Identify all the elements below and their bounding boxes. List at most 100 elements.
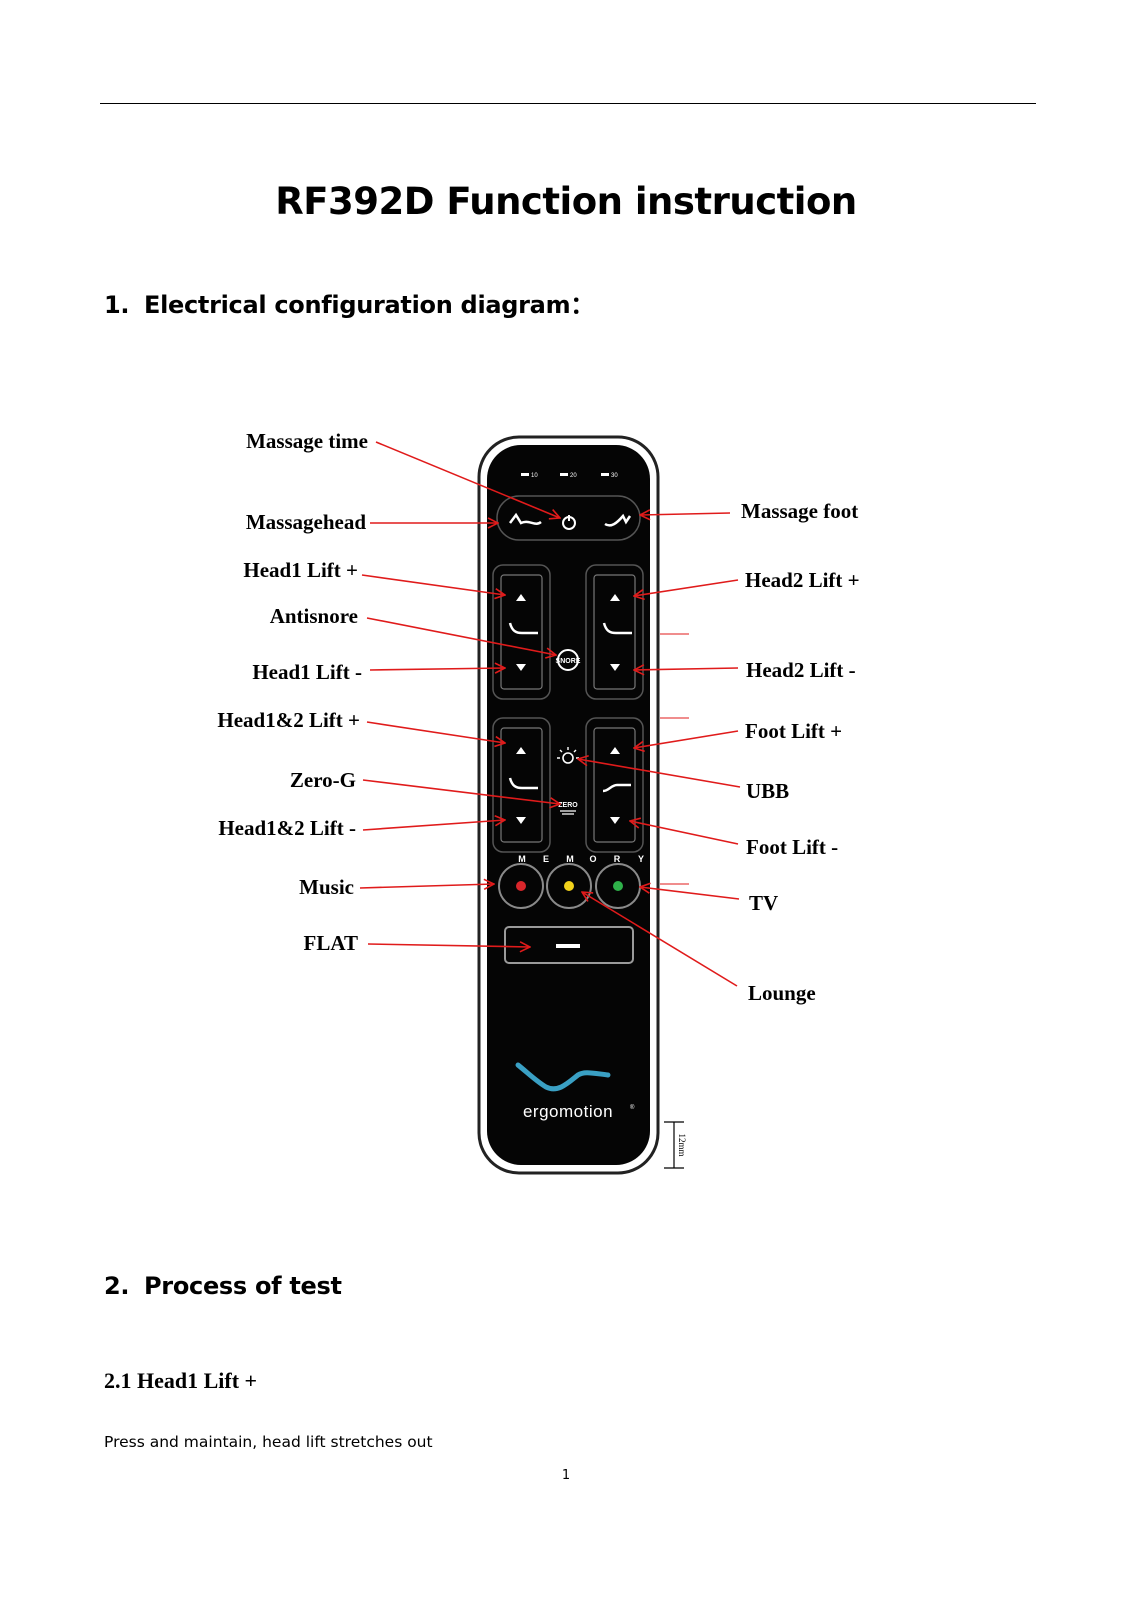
green-led-icon	[613, 881, 623, 891]
label-head2-lift-down: Head2 Lift -	[746, 658, 856, 682]
body-paragraph: Press and maintain, head lift stretches …	[104, 1433, 433, 1451]
tv-memory-button[interactable]	[595, 863, 641, 909]
label-flat: FLAT	[303, 931, 358, 955]
svg-text:M: M	[518, 854, 526, 864]
guide-ticks	[660, 633, 689, 885]
head2-posture-icon	[602, 622, 632, 635]
music-memory-button[interactable]	[498, 863, 544, 909]
foot-down-icon[interactable]	[610, 817, 620, 824]
timer-led-10	[521, 473, 529, 476]
arrow-zero-g	[362, 779, 560, 804]
timer-led-20	[560, 473, 568, 476]
dimension-label: 12mm	[677, 1133, 687, 1156]
arrow-massage-foot	[640, 513, 731, 515]
head1and2-button-group	[492, 717, 551, 853]
flat-button[interactable]	[504, 926, 634, 964]
remote-face	[487, 445, 650, 1165]
section-2-title: Process of test	[144, 1272, 342, 1300]
label-tv: TV	[749, 891, 779, 915]
head2-up-icon[interactable]	[610, 594, 620, 601]
head2-down-icon[interactable]	[610, 664, 620, 671]
massage-head-icon	[509, 512, 542, 525]
head1and2-up-icon[interactable]	[516, 747, 526, 754]
antisnore-button[interactable]: SNORE	[556, 649, 581, 671]
label-massage-foot: Massage foot	[741, 499, 859, 523]
callout-arrows-left	[359, 441, 560, 947]
lounge-memory-button[interactable]	[546, 863, 592, 909]
timer-indicators: 10 20 30	[521, 473, 618, 479]
svg-text:E: E	[543, 854, 549, 864]
label-head1-lift-up: Head1 Lift +	[243, 558, 358, 582]
section-2-heading: 2. Process of test	[104, 1272, 342, 1300]
remote-control	[477, 435, 660, 1175]
arrow-head2-lift-up	[634, 579, 739, 596]
timer-led-30	[601, 473, 609, 476]
massage-timer-button[interactable]	[562, 515, 576, 530]
arrow-antisnore	[366, 617, 556, 655]
yellow-led-icon	[564, 881, 574, 891]
head1and2-down-icon[interactable]	[516, 817, 526, 824]
timer-label-30: 30	[611, 473, 618, 479]
massage-head-button[interactable]	[509, 512, 542, 525]
header-rule	[100, 103, 1036, 104]
section-1-heading: 1.Electrical configuration diagram：	[104, 285, 594, 320]
svg-text:R: R	[614, 854, 621, 864]
head1-down-icon[interactable]	[516, 664, 526, 671]
label-massage-time: Massage time	[246, 429, 368, 453]
label-foot-lift-up: Foot Lift +	[745, 719, 843, 743]
zero-g-icon	[560, 810, 576, 815]
svg-text:Y: Y	[638, 854, 644, 864]
label-ubb: UBB	[746, 779, 790, 803]
foot-button-group	[585, 717, 644, 853]
arrow-flat	[367, 944, 530, 947]
label-zero-g: Zero-G	[289, 768, 356, 792]
snore-label: SNORE	[556, 658, 581, 665]
massage-foot-icon	[604, 513, 632, 527]
label-head1and2-lift-down: Head1&2 Lift -	[218, 816, 356, 840]
label-head2-lift-up: Head2 Lift +	[745, 568, 860, 592]
arrow-ubb	[578, 759, 741, 788]
arrow-head1and2-lift-down	[362, 820, 505, 831]
head1and2-posture-icon	[508, 777, 538, 790]
arrow-foot-lift-down	[630, 821, 739, 845]
arrow-massage-time	[375, 441, 560, 518]
label-head1and2-lift-up: Head1&2 Lift +	[217, 708, 360, 732]
logo-swoosh-icon	[515, 1062, 611, 1092]
foot-up-icon[interactable]	[610, 747, 620, 754]
page-number: 1	[561, 1468, 571, 1483]
zero-label: ZERO	[558, 802, 578, 809]
label-music: Music	[299, 875, 354, 899]
arrow-tv	[640, 887, 740, 900]
subsection-heading: 2.1 Head1 Lift +	[104, 1368, 258, 1393]
zero-g-button[interactable]: ZERO	[558, 802, 578, 815]
timer-label-10: 10	[531, 473, 538, 479]
arrow-head1-lift-down	[369, 668, 505, 670]
section-1-title: Electrical configuration diagram：	[144, 291, 594, 319]
arrow-music	[359, 884, 494, 888]
brand-name: ergomotion	[523, 1102, 613, 1121]
arrow-lounge	[582, 892, 738, 987]
arrow-head1-lift-up	[361, 574, 505, 595]
svg-text:O: O	[589, 854, 596, 864]
red-led-icon	[516, 881, 526, 891]
head1-up-icon[interactable]	[516, 594, 526, 601]
memory-label: M E M O R Y	[518, 854, 644, 864]
snore-icon	[557, 649, 579, 671]
label-lounge: Lounge	[748, 981, 816, 1005]
label-foot-lift-down: Foot Lift -	[746, 835, 839, 859]
head1-posture-icon	[508, 622, 538, 635]
bulb-icon	[562, 752, 574, 764]
arrow-head1and2-lift-up	[366, 721, 505, 743]
document-title: RF392D Function instruction	[275, 180, 857, 223]
head1-button-group	[492, 564, 551, 700]
label-massagehead: Massagehead	[245, 510, 366, 534]
svg-text:M: M	[566, 854, 574, 864]
head2-button-group	[585, 564, 644, 700]
dimension-marker: 12mm	[664, 1121, 687, 1169]
brand-mark: ®	[630, 1104, 635, 1111]
ergomotion-logo: ergomotion ®	[515, 1062, 635, 1121]
section-2-number: 2.	[104, 1272, 130, 1300]
callout-arrows-right	[578, 513, 741, 987]
timer-label-20: 20	[570, 473, 577, 479]
massage-foot-button[interactable]	[604, 513, 632, 527]
